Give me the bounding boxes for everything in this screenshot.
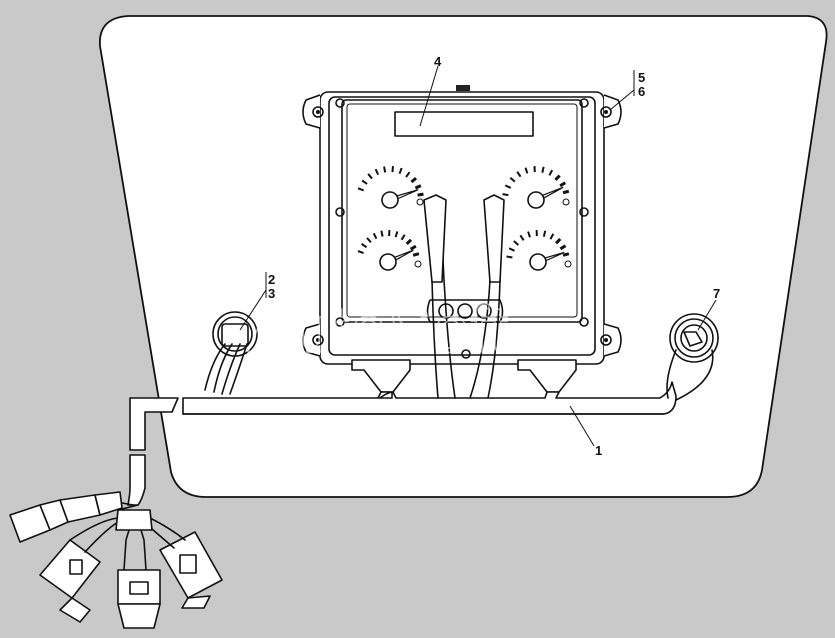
gauge-tick (391, 166, 394, 173)
gauge-tick (508, 247, 515, 252)
callout-label: 3 (268, 286, 275, 301)
gauge-tick (562, 189, 570, 195)
gauge-indicator-dot (414, 260, 422, 268)
watermark: AutoSoft (248, 292, 509, 366)
gauge-tick (513, 240, 520, 246)
gauge-tick (398, 167, 403, 175)
face-screw (335, 207, 345, 217)
callout-label: 2 (268, 272, 275, 287)
mounting-ear-top-right (600, 94, 622, 129)
face-screw (461, 349, 471, 359)
connector-plug-center (117, 519, 161, 629)
gauge-tick (502, 193, 509, 197)
gauge-tick (506, 255, 513, 259)
callout-label: 4 (434, 54, 442, 69)
gauge-tick (542, 230, 547, 237)
gauge-bottom-right (506, 229, 572, 271)
gauge-tick (549, 233, 555, 240)
face-screw (579, 317, 589, 327)
center-indicator-strip (426, 299, 504, 323)
gauge-bottom-left (357, 229, 422, 271)
gauge-hub (381, 191, 399, 209)
harness-end-connectors (9, 491, 223, 629)
gauge-top-right (502, 165, 570, 209)
display-window (394, 111, 534, 137)
callout-label: 1 (595, 443, 602, 458)
connector-plug-right (143, 517, 223, 609)
gauge-tick (394, 231, 399, 238)
cluster-plug-right (483, 194, 505, 283)
mounting-ear-bottom-left (302, 323, 324, 357)
gauge-indicator-dot (562, 198, 570, 206)
face-screw (579, 98, 589, 108)
gauge-tick (414, 184, 422, 190)
callout-label: 5 (638, 70, 645, 85)
gauge-tick (383, 166, 387, 173)
main-wiring-harness (104, 381, 677, 511)
gauge-tick (380, 230, 384, 237)
gauge-tick (527, 231, 531, 238)
gauge-tick (372, 232, 378, 240)
gauge-hub (527, 191, 545, 209)
indicator-lamp (476, 303, 492, 319)
gauge-tick (548, 169, 554, 176)
gauge-tick (509, 176, 516, 183)
callout-label: 6 (638, 84, 645, 99)
cluster-top-tab (456, 85, 470, 91)
gauge-tick (559, 181, 567, 188)
gauge-tick (409, 244, 417, 251)
harness-split-sleeve (115, 509, 153, 531)
mounting-ear-top-left (302, 94, 324, 129)
gauge-tick (400, 234, 406, 241)
gauge-tick (554, 237, 562, 245)
gauge-tick (516, 171, 522, 178)
gauge-hub (379, 253, 397, 271)
instrument-cluster (302, 85, 622, 393)
gauge-tick (410, 176, 418, 184)
gauge-tick (562, 252, 570, 257)
connector-assembly-left (204, 311, 258, 395)
cluster-outer-frame (319, 91, 605, 365)
gauge-tick (412, 252, 420, 257)
gauge-tick (366, 237, 372, 244)
mounting-ear-bottom-right (600, 323, 622, 357)
gauge-tick (541, 166, 545, 173)
indicator-lamp (457, 303, 473, 319)
gauge-tick (559, 244, 567, 251)
connector-plug-far-left (9, 491, 123, 543)
callout-label: 7 (713, 286, 720, 301)
connector-plug-left (39, 517, 123, 623)
cluster-plug-left (423, 194, 447, 283)
gauge-tick (361, 243, 368, 249)
gauge-tick (357, 187, 365, 192)
gauge-group (357, 165, 572, 271)
gauge-tick (374, 168, 380, 176)
gauge-tick (367, 173, 373, 180)
gauge-tick (361, 179, 368, 185)
face-screw (579, 207, 589, 217)
gauge-tick (405, 171, 411, 178)
face-screw (335, 98, 345, 108)
cluster-branch-wires (423, 194, 505, 399)
gauge-hub (529, 253, 547, 271)
gauge-indicator-dot (416, 198, 424, 206)
gauge-tick (524, 167, 529, 174)
gauge-tick (519, 234, 525, 241)
gauge-tick (504, 184, 512, 189)
indicator-light-right (666, 313, 719, 401)
gauge-tick (554, 174, 561, 181)
gauge-tick (405, 238, 413, 246)
face-screw (335, 317, 345, 327)
gauge-top-left (357, 166, 424, 209)
gauge-indicator-dot (564, 260, 572, 268)
leader-lines (239, 65, 717, 447)
gauge-tick (417, 192, 424, 197)
gauge-tick (357, 250, 364, 255)
